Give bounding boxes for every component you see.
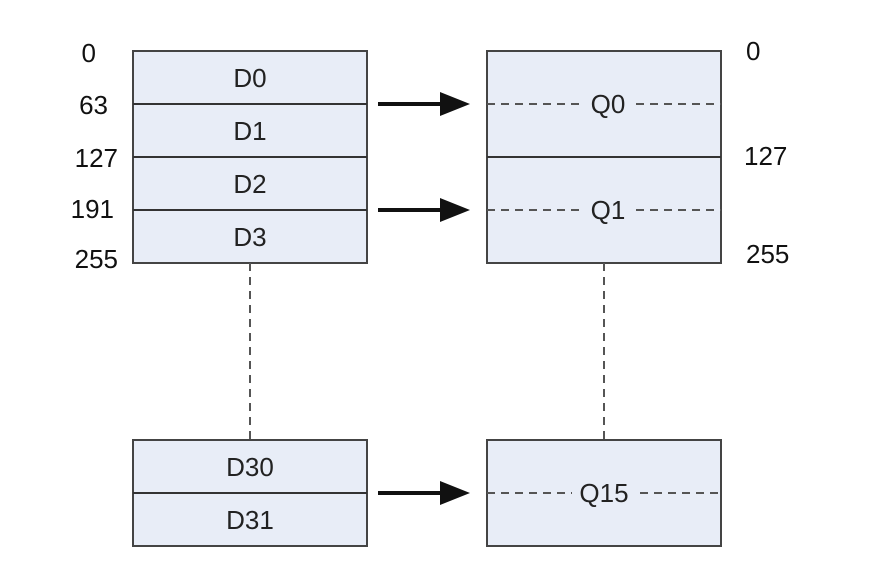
left-offset-label: 255	[74, 244, 118, 274]
q-register-stack-bottom: Q15	[486, 439, 722, 547]
left-offset-label: 191	[70, 194, 114, 224]
register-q15-label: Q15	[579, 478, 628, 508]
register-d31-label: D31	[226, 505, 274, 535]
d-register-stack-bottom: D30 D31	[132, 439, 368, 547]
d-register-stack-top: D0 D1 D2 D3	[132, 50, 368, 264]
register-d30-label: D30	[226, 452, 274, 482]
mapping-arrow	[378, 198, 470, 222]
register-d1-label: D1	[233, 116, 266, 146]
mapping-arrow	[378, 92, 470, 116]
left-offset-label: 0	[81, 38, 96, 68]
register-d3-label: D3	[233, 222, 266, 252]
right-offset-label: 127	[744, 141, 788, 171]
right-offset-label: 0	[746, 36, 761, 66]
mapping-arrow	[378, 481, 470, 505]
register-q1-label: Q1	[591, 195, 626, 225]
register-q0-label: Q0	[591, 89, 626, 119]
right-offset-label: 255	[746, 239, 790, 269]
register-d2-label: D2	[233, 169, 266, 199]
left-offset-label: 63	[79, 90, 108, 120]
left-offset-label: 127	[74, 143, 118, 173]
q-register-stack-top: Q0 Q1	[486, 50, 722, 264]
register-d0-label: D0	[233, 63, 266, 93]
